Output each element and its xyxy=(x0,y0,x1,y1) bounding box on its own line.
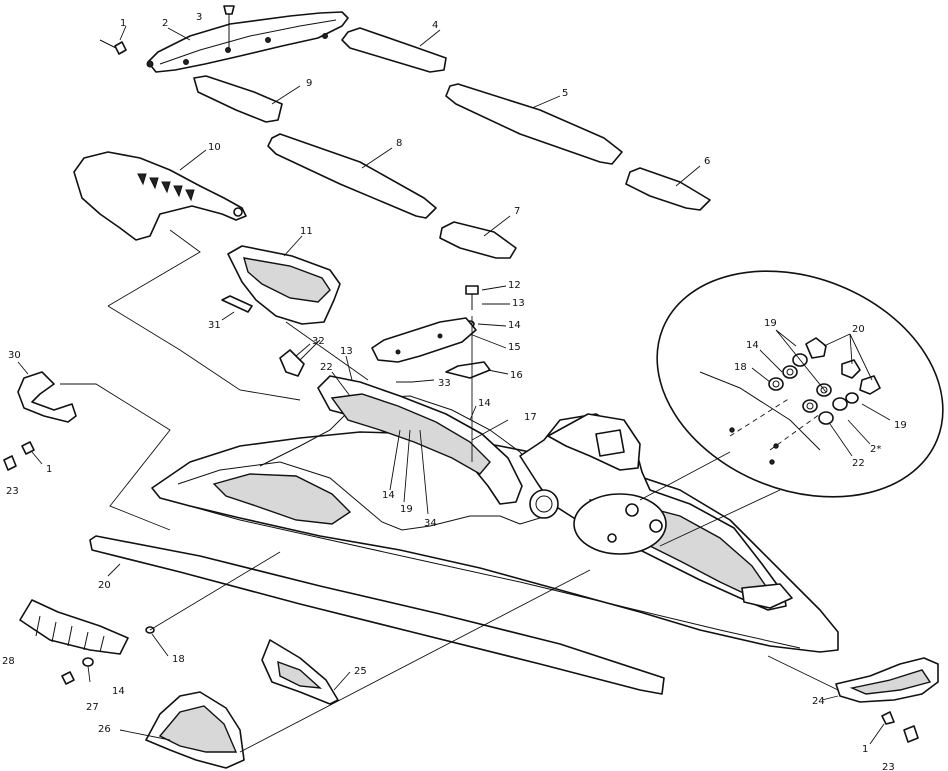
callout-12: 12 xyxy=(508,280,521,291)
part-20-rub-rail xyxy=(89,535,665,695)
callout-9: 9 xyxy=(306,78,312,89)
part-10-hood-cover xyxy=(73,151,247,241)
callout-6: 6 xyxy=(704,156,710,167)
part-31-strap xyxy=(221,295,253,313)
part-4-pad xyxy=(341,27,447,73)
callout-14: 14 xyxy=(508,320,521,331)
part-25-intake-cover xyxy=(261,639,339,705)
callout-2: 2 xyxy=(162,18,168,29)
part-1-bolt-right xyxy=(881,711,895,725)
part-26-ride-plate xyxy=(145,691,245,769)
part-5-pad xyxy=(445,83,623,165)
part-1-bolt-left xyxy=(21,441,35,455)
part-28-grate xyxy=(19,599,129,655)
callout-14: 14 xyxy=(478,398,491,409)
callout-19: 19 xyxy=(894,420,907,431)
part-8-pad xyxy=(267,133,437,219)
callout-32: 32 xyxy=(312,336,325,347)
callout-5: 5 xyxy=(562,88,568,99)
callout-22: 22 xyxy=(320,362,333,373)
part-1-bolt-top xyxy=(99,39,127,55)
callout-1: 1 xyxy=(120,18,126,29)
callout-19: 19 xyxy=(400,504,413,515)
part-32-fitting xyxy=(279,349,305,377)
callout-7: 7 xyxy=(514,206,520,217)
part-24-bumper xyxy=(835,657,939,703)
part-2-cover-bracket xyxy=(146,11,349,73)
callout-30: 30 xyxy=(8,350,21,361)
callout-20: 20 xyxy=(852,324,865,335)
callout-14: 14 xyxy=(746,340,759,351)
callout-25: 25 xyxy=(354,666,367,677)
part-6-pad xyxy=(625,167,711,211)
part-23-cap-left xyxy=(3,455,17,471)
callout-8: 8 xyxy=(396,138,402,149)
callout-15: 15 xyxy=(508,342,521,353)
part-12-bolt xyxy=(465,285,479,310)
callout-18: 18 xyxy=(734,362,747,373)
part-14-washer-low xyxy=(82,657,94,667)
part-11-storage-bin xyxy=(227,245,341,325)
detail-view-circle xyxy=(656,270,944,498)
callout-31: 31 xyxy=(208,320,221,331)
callout-28: 28 xyxy=(2,656,15,667)
callout-23: 23 xyxy=(882,762,895,771)
part-16-plate xyxy=(445,361,491,379)
callout-4: 4 xyxy=(432,20,438,31)
leader-lines xyxy=(17,25,891,753)
callout-2-star: 2* xyxy=(870,444,881,455)
callout-13: 13 xyxy=(512,298,525,309)
callout-13: 13 xyxy=(340,346,353,357)
callout-labels: 1 2 3 4 5 6 7 8 9 10 11 12 13 14 15 16 1… xyxy=(2,12,907,771)
part-7-pad xyxy=(439,221,517,259)
callout-1: 1 xyxy=(46,464,52,475)
callout-20: 20 xyxy=(98,580,111,591)
part-30-clip xyxy=(17,371,77,423)
callout-33: 33 xyxy=(438,378,451,389)
callout-1: 1 xyxy=(862,744,868,755)
callout-14: 14 xyxy=(382,490,395,501)
callout-3: 3 xyxy=(196,12,202,23)
part-3-screw-top xyxy=(223,5,235,50)
callout-11: 11 xyxy=(300,226,313,237)
storage-lid-circle xyxy=(573,493,667,555)
callout-10: 10 xyxy=(208,142,221,153)
callout-24: 24 xyxy=(812,696,825,707)
callout-22: 22 xyxy=(852,458,865,469)
part-9-pad xyxy=(193,75,283,123)
callout-16: 16 xyxy=(510,370,523,381)
callout-26: 26 xyxy=(98,724,111,735)
callout-34: 34 xyxy=(424,518,437,529)
callout-18: 18 xyxy=(172,654,185,665)
callout-27: 27 xyxy=(86,702,99,713)
callout-17: 17 xyxy=(524,412,537,423)
part-23-cap-right xyxy=(903,725,919,743)
callout-19: 19 xyxy=(764,318,777,329)
part-27-screw xyxy=(61,671,75,685)
part-15-mount-bracket xyxy=(371,317,477,363)
callout-14: 14 xyxy=(112,686,125,697)
callout-23: 23 xyxy=(6,486,19,497)
